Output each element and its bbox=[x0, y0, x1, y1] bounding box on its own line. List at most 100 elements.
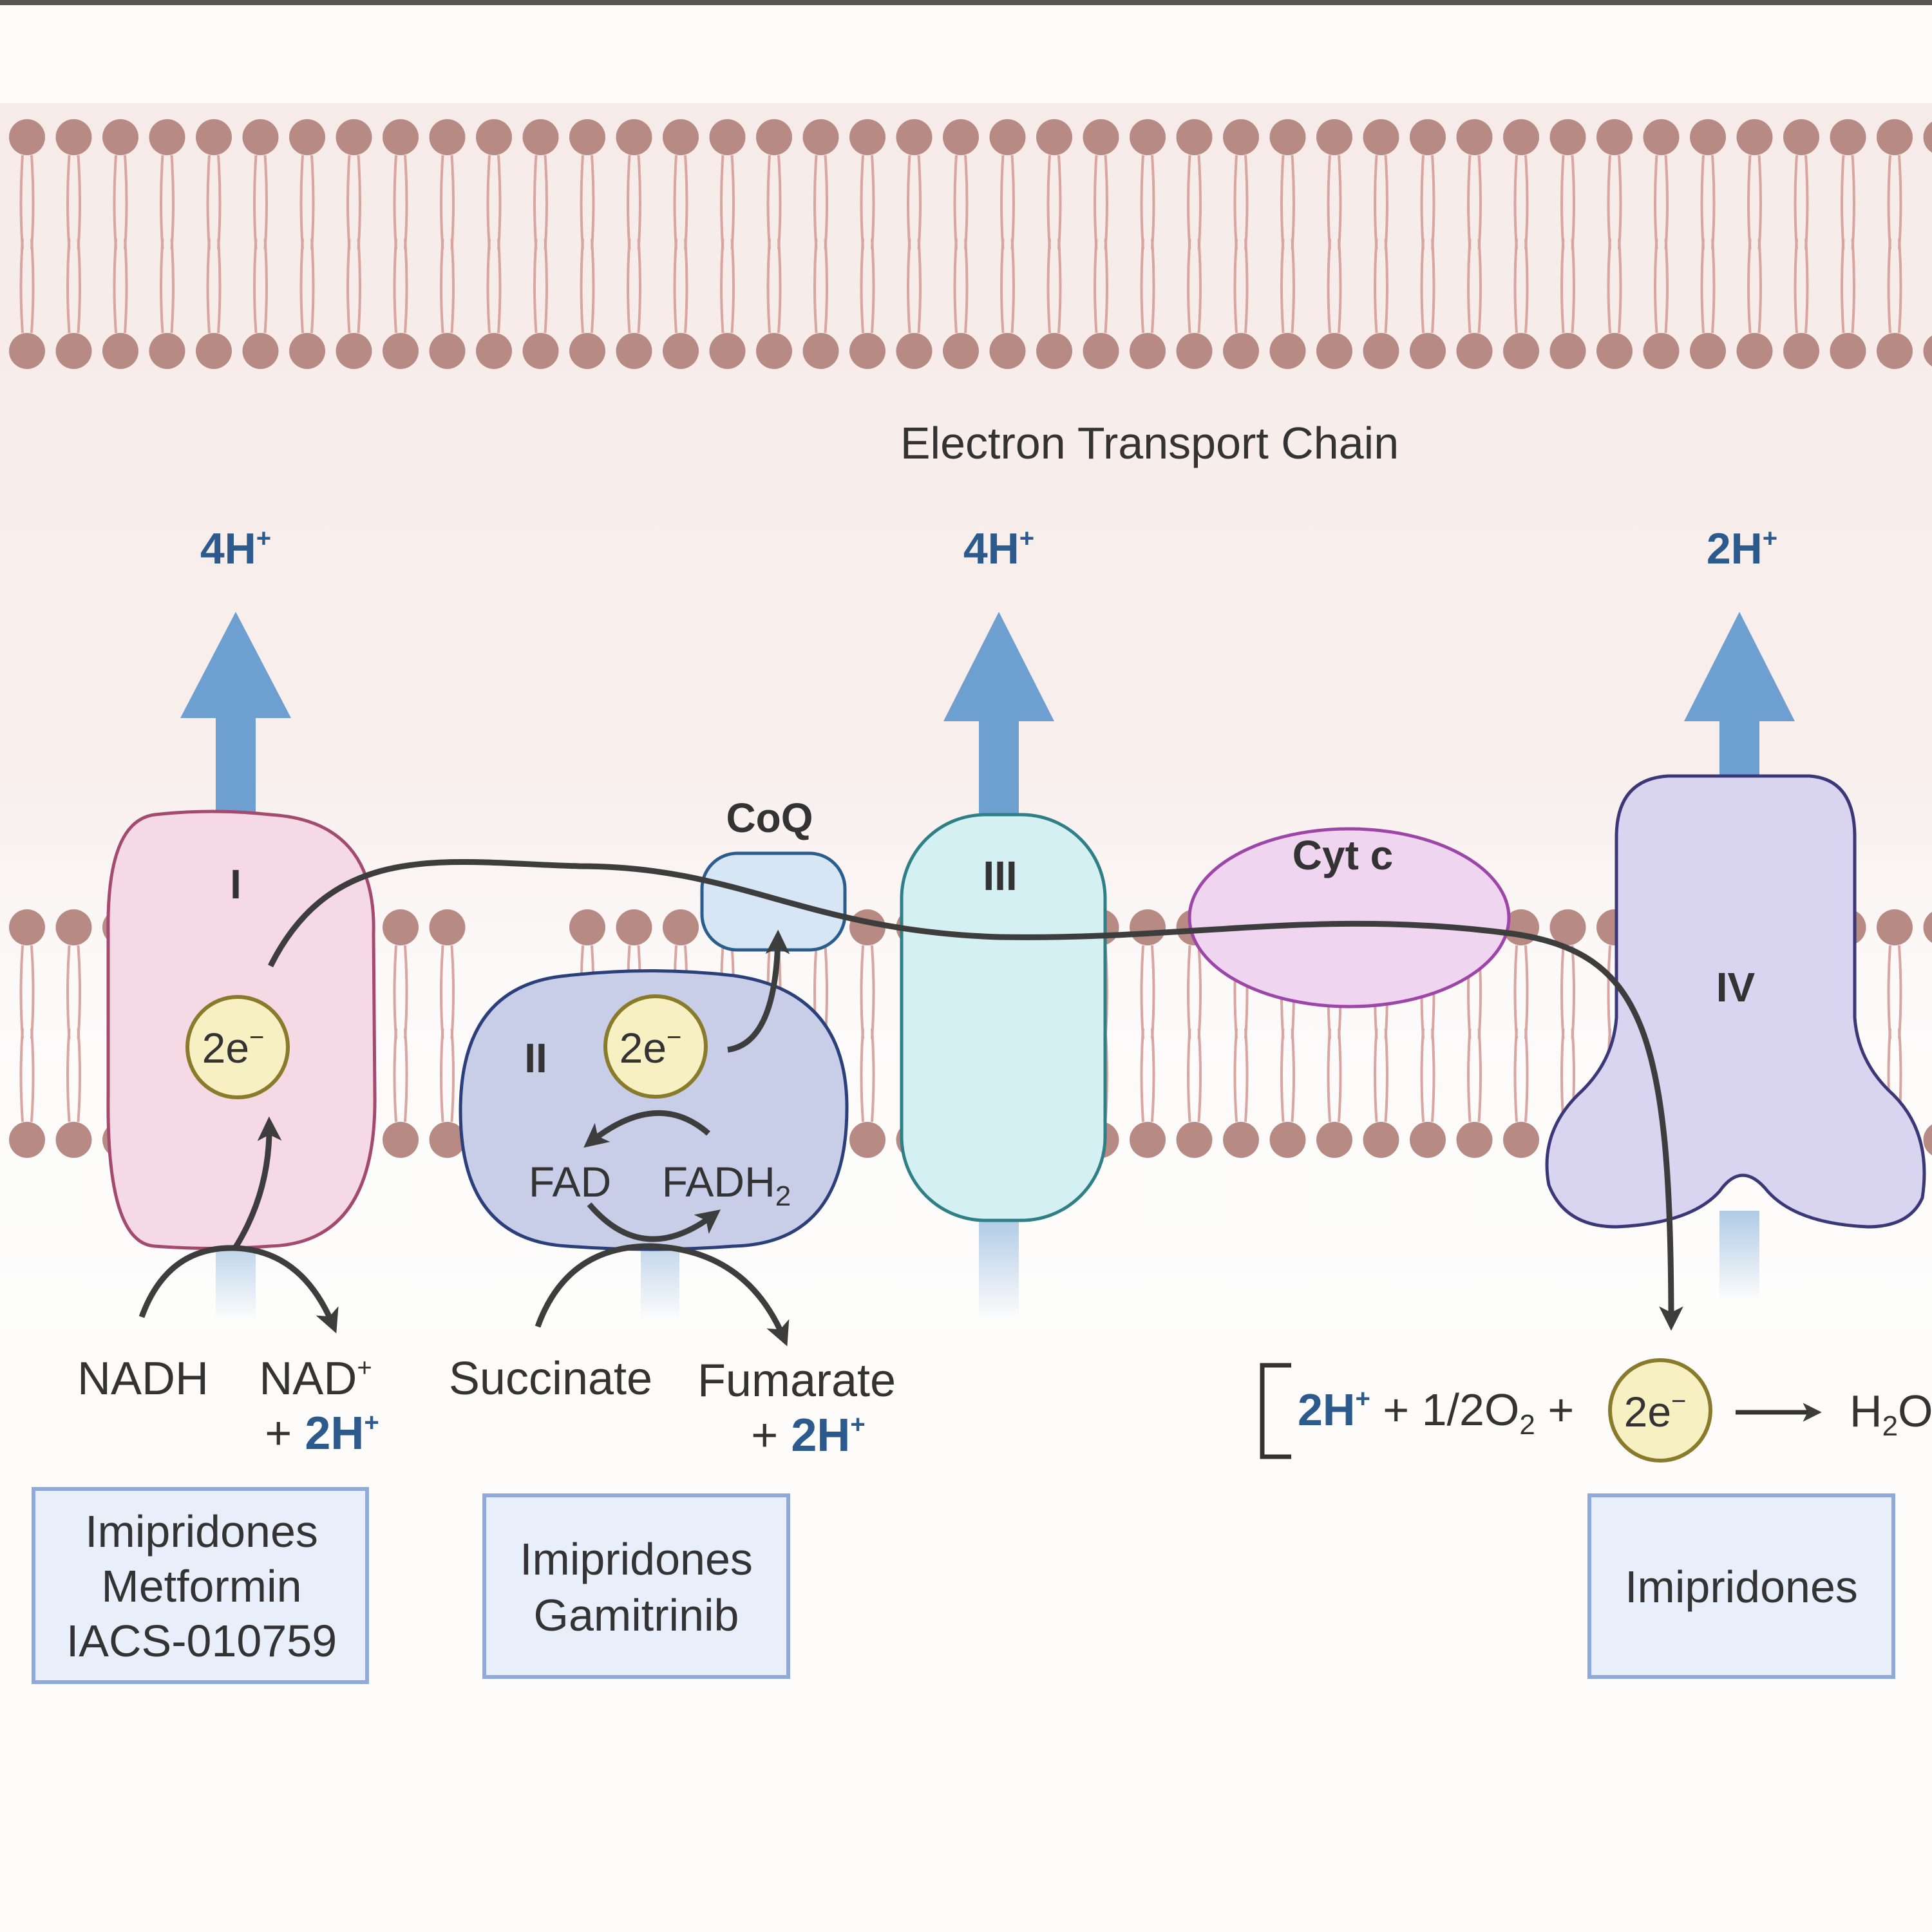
lipid-tail bbox=[1467, 1028, 1482, 1122]
lipid-head bbox=[289, 119, 325, 155]
lipid-tail bbox=[440, 155, 455, 250]
lipid-head bbox=[522, 119, 559, 155]
lipid-head bbox=[429, 909, 466, 945]
electron-transfer-path bbox=[267, 858, 1683, 1331]
lipid-tail bbox=[1700, 238, 1716, 334]
lipid-head bbox=[616, 909, 652, 945]
lipid-head bbox=[756, 333, 792, 369]
lipid-head bbox=[569, 333, 605, 369]
fadh2-to-fad-arrow bbox=[583, 1110, 710, 1148]
outer-membrane bbox=[9, 119, 1932, 369]
lipid-tail bbox=[1280, 238, 1295, 334]
proton-label-complex-III: 4H+ bbox=[963, 524, 1034, 573]
inhibitor-metformin: Metformin bbox=[101, 1561, 301, 1611]
lipid-tail bbox=[580, 155, 595, 250]
lipid-head bbox=[9, 119, 45, 155]
svg-text:2e−: 2e− bbox=[620, 1023, 682, 1072]
lipid-tail bbox=[393, 155, 408, 250]
electron-complex-IV-label: 2e− bbox=[1624, 1387, 1687, 1435]
lipid-tail bbox=[1187, 155, 1202, 250]
lipid-tail bbox=[160, 155, 175, 250]
lipid-tail bbox=[1420, 1028, 1435, 1122]
lipid-head bbox=[709, 333, 746, 369]
lipid-tail bbox=[720, 238, 735, 334]
lipid-head bbox=[1923, 336, 1932, 366]
electron-complex-II: 2e− bbox=[603, 994, 708, 1099]
lipid-tail bbox=[1327, 238, 1342, 334]
lipid-head bbox=[9, 909, 45, 945]
lipid-head bbox=[55, 333, 92, 369]
lipid-tail bbox=[907, 238, 922, 334]
nadh-electron-arrow bbox=[232, 1116, 282, 1250]
lipid-head bbox=[1223, 1122, 1259, 1158]
lipid-head bbox=[1923, 912, 1932, 943]
lipid-head bbox=[476, 119, 512, 155]
lipid-tail bbox=[1841, 155, 1855, 250]
lipid-head bbox=[383, 333, 419, 369]
complex-III-label: III bbox=[983, 853, 1017, 899]
lipid-head bbox=[1456, 1122, 1493, 1158]
lipid-tail bbox=[1280, 155, 1295, 250]
lipid-tail bbox=[1280, 1028, 1295, 1122]
inhibitor-iacs-010759: IACS-010759 bbox=[66, 1616, 337, 1666]
inhibitor-imipridones: Imipridones bbox=[85, 1506, 318, 1557]
lipid-head bbox=[663, 119, 699, 155]
fad-label: FAD bbox=[529, 1158, 611, 1206]
lipid-head bbox=[1036, 333, 1072, 369]
lipid-head bbox=[1316, 119, 1352, 155]
lipid-tail bbox=[627, 155, 641, 250]
lipid-head bbox=[429, 333, 466, 369]
lipid-tail bbox=[1000, 238, 1015, 334]
lipid-tail bbox=[860, 238, 875, 334]
lipid-head bbox=[849, 909, 886, 945]
lipid-head bbox=[289, 333, 325, 369]
succinate-label: Succinate bbox=[449, 1353, 652, 1405]
lipid-tail bbox=[1374, 1028, 1388, 1122]
lipid-tail bbox=[766, 155, 782, 250]
electron-complex-IV bbox=[1608, 1358, 1712, 1463]
fadh2-label: FADH2 bbox=[662, 1158, 791, 1212]
lipid-tail bbox=[1794, 155, 1809, 250]
lipid-head bbox=[1783, 333, 1819, 369]
lipid-head bbox=[1830, 119, 1866, 155]
lipid-tail bbox=[1094, 238, 1108, 334]
lipid-head bbox=[1549, 119, 1586, 155]
lipid-tail bbox=[253, 238, 268, 334]
lipid-tail bbox=[1794, 238, 1809, 334]
lipid-tail bbox=[1046, 155, 1062, 250]
lipid-tail bbox=[346, 155, 361, 250]
complex-IV-label: IV bbox=[1716, 964, 1756, 1010]
proton-label-complex-IV: 2H+ bbox=[1707, 524, 1777, 573]
lipid-head bbox=[383, 119, 419, 155]
lipid-head bbox=[1269, 1122, 1306, 1158]
lipid-head bbox=[1877, 119, 1913, 155]
lipid-head bbox=[1830, 333, 1866, 369]
lipid-head bbox=[1269, 119, 1306, 155]
lipid-head bbox=[989, 333, 1026, 369]
lipid-head bbox=[1316, 1122, 1352, 1158]
lipid-head bbox=[1643, 119, 1680, 155]
lipid-tail bbox=[1560, 945, 1575, 1039]
lipid-tail bbox=[393, 945, 408, 1039]
lipid-tail bbox=[299, 155, 315, 250]
svg-text:2e−: 2e− bbox=[202, 1023, 265, 1072]
inhibitor-box-complex-IV: Imipridones bbox=[1587, 1493, 1895, 1679]
lipid-head bbox=[1363, 333, 1399, 369]
lipid-tail bbox=[113, 238, 128, 334]
lipid-head bbox=[1923, 122, 1932, 153]
lipid-head bbox=[1410, 1122, 1446, 1158]
lipid-tail bbox=[673, 155, 688, 250]
lipid-tail bbox=[1140, 1028, 1155, 1122]
lipid-head bbox=[336, 119, 372, 155]
lipid-head bbox=[802, 119, 839, 155]
lipid-head bbox=[802, 333, 839, 369]
lipid-tail bbox=[346, 238, 361, 334]
lipid-tail bbox=[440, 1028, 455, 1122]
lipid-tail bbox=[813, 155, 828, 250]
lipid-tail bbox=[19, 1028, 35, 1122]
lipid-head bbox=[9, 333, 45, 369]
lipid-tail bbox=[206, 155, 222, 250]
lipid-head bbox=[196, 333, 232, 369]
lipid-head bbox=[1503, 1122, 1539, 1158]
